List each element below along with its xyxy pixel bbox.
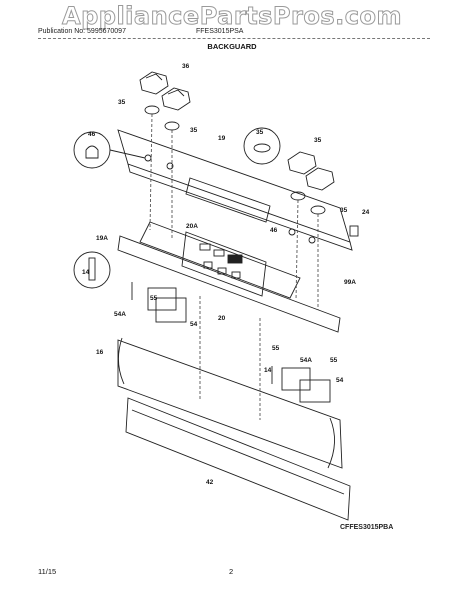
footer-page-number: 2	[229, 567, 234, 576]
detail-circle-14	[73, 251, 111, 289]
callout-54: 54	[336, 377, 344, 384]
callout-16: 16	[96, 349, 104, 356]
callout-55: 55	[330, 357, 338, 364]
section-title: BACKGUARD	[207, 42, 257, 51]
footer-date: 11/15	[38, 567, 57, 576]
knob-group-right	[287, 151, 335, 191]
publication-number: Publication No: 5995670097	[38, 28, 126, 35]
callout-35: 35	[314, 137, 322, 144]
callout-54a: 54A	[114, 311, 126, 318]
callout-35: 35	[118, 99, 126, 106]
callout-35: 35	[190, 127, 198, 134]
control-board	[117, 221, 341, 333]
callout-42: 42	[206, 479, 214, 486]
switch-24	[349, 225, 359, 237]
callout-19: 19	[218, 135, 226, 142]
detail-circle-35	[243, 127, 281, 165]
callout-99a: 99A	[344, 279, 356, 286]
spacer-left-a	[144, 105, 160, 115]
callout-20: 20	[218, 315, 226, 322]
callout-24: 24	[362, 209, 370, 216]
diagram-code: CFFES3015PBA	[340, 524, 394, 531]
callout-54: 54	[190, 321, 198, 328]
switch-assembly-right	[271, 366, 331, 403]
callout-14: 14	[82, 269, 90, 276]
callout-55: 55	[272, 345, 280, 352]
callout-14: 14	[264, 367, 272, 374]
callout-36: 36	[182, 63, 190, 70]
header-divider	[38, 38, 430, 39]
watermark-logo: AppliancePartsPros.com	[62, 2, 402, 31]
spacer-left-b	[164, 121, 180, 131]
backguard-panel	[117, 129, 353, 251]
callout-46: 46	[88, 131, 96, 138]
shield-42	[125, 397, 351, 521]
knob-group-top	[139, 71, 191, 111]
callout-46: 46	[270, 227, 278, 234]
model-number: FFES3015PSA	[196, 28, 244, 35]
callout-19a: 19A	[96, 235, 108, 242]
callout-20a: 20A	[186, 223, 198, 230]
callout-54a: 54A	[300, 357, 312, 364]
callout-35: 35	[340, 207, 348, 214]
callout-35: 35	[256, 129, 264, 136]
callout-55: 55	[150, 295, 158, 302]
switch-assembly-left	[131, 282, 187, 323]
trim-16	[117, 337, 343, 469]
